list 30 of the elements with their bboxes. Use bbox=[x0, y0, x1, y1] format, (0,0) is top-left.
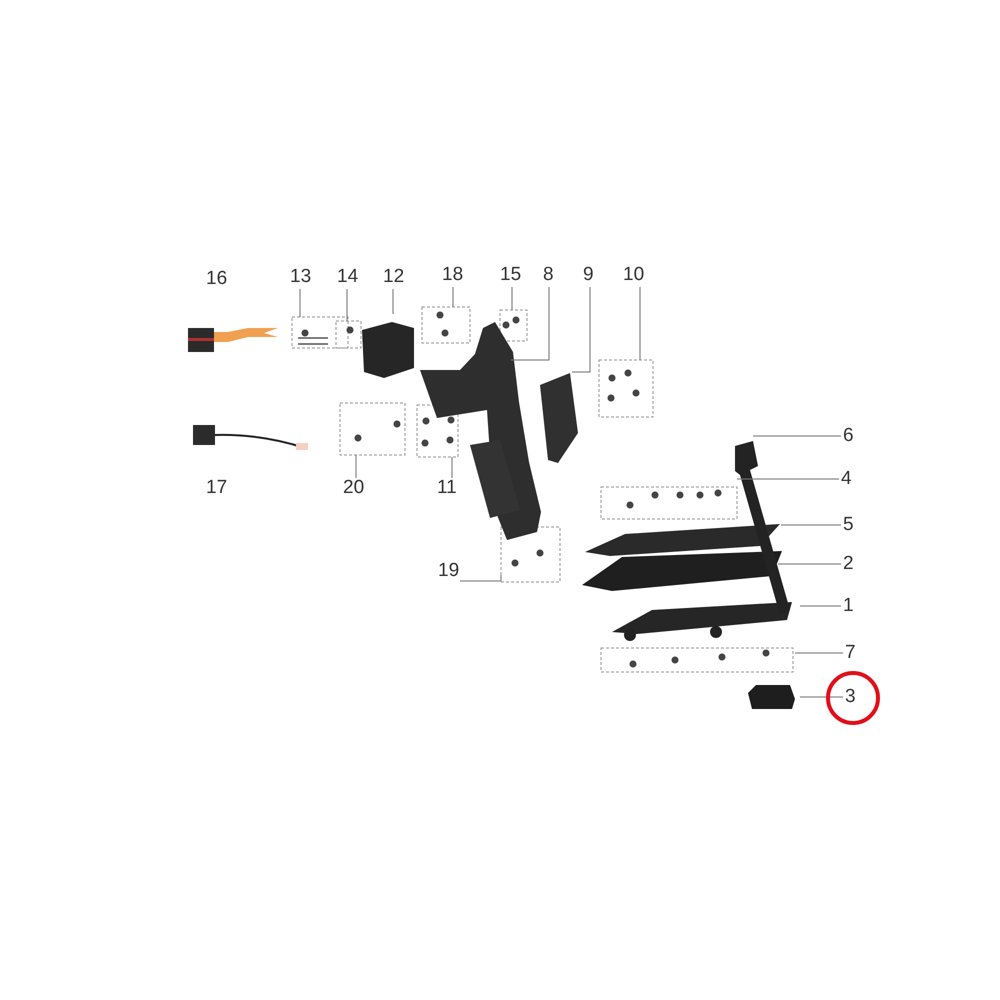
callout-number: 2 bbox=[842, 554, 855, 574]
leader-line bbox=[460, 574, 502, 582]
callout-number: 11 bbox=[436, 478, 458, 498]
callout-number: 1 bbox=[842, 596, 855, 616]
callout-number: 15 bbox=[499, 265, 522, 285]
callout-number: 19 bbox=[437, 561, 460, 581]
leader-line bbox=[510, 286, 550, 360]
callout-number: 8 bbox=[542, 265, 555, 285]
callout-number: 6 bbox=[842, 426, 855, 446]
leader-line bbox=[392, 288, 394, 314]
callout-number: 9 bbox=[582, 265, 595, 285]
callout-number: 5 bbox=[842, 515, 855, 535]
callout-number: 16 bbox=[205, 269, 228, 289]
leader-line bbox=[780, 524, 842, 526]
leader-line bbox=[572, 286, 590, 372]
callout-number: 10 bbox=[622, 265, 646, 285]
callout-number: 7 bbox=[844, 643, 857, 663]
callout-number: 14 bbox=[336, 267, 360, 287]
callout-number: 18 bbox=[441, 265, 464, 285]
callout-number: 20 bbox=[342, 478, 366, 498]
leader-line bbox=[452, 286, 454, 308]
callout-number: 12 bbox=[382, 267, 406, 287]
leader-line bbox=[346, 288, 348, 322]
callout-number: 17 bbox=[205, 478, 228, 498]
leader-line bbox=[800, 696, 844, 698]
callout-number: 13 bbox=[289, 267, 312, 287]
leader-line bbox=[794, 652, 844, 654]
callout-number: 4 bbox=[840, 469, 853, 489]
callout-number: 3 bbox=[844, 687, 857, 707]
leader-line bbox=[736, 478, 840, 480]
